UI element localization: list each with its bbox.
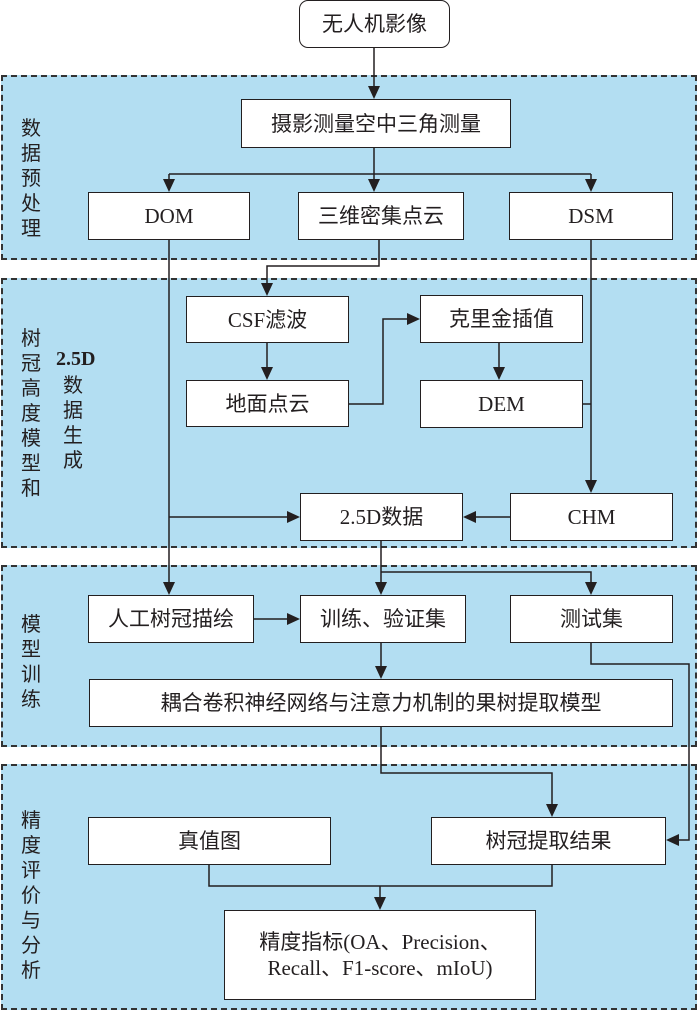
section-sublabel-25d: 2.5D — [56, 348, 96, 370]
section-label-chm: 树冠高度模型和 — [21, 326, 41, 500]
section-label-preprocess: 数据预处理 — [21, 116, 41, 240]
metrics-line-1: 精度指标(OA、Precision、 — [259, 930, 501, 954]
section-label-training: 模型训练 — [21, 612, 41, 711]
node-ground-point-cloud: 地面点云 — [186, 380, 349, 427]
section-label-evaluation: 精度评价与分析 — [21, 808, 41, 982]
node-dem: DEM — [420, 380, 583, 428]
node-chm: CHM — [510, 493, 673, 541]
node-csf-filter: CSF滤波 — [186, 296, 349, 343]
node-kriging: 克里金插值 — [420, 295, 583, 343]
node-aerotriangulation: 摄影测量空中三角测量 — [241, 99, 511, 148]
node-dsm: DSM — [509, 192, 673, 240]
node-uav-imagery: 无人机影像 — [299, 0, 450, 48]
metrics-line-2: Recall、F1-score、mIoU) — [267, 956, 493, 980]
node-dense-point-cloud: 三维密集点云 — [298, 192, 464, 240]
node-train-val-set: 训练、验证集 — [300, 595, 466, 643]
node-extraction-model: 耦合卷积神经网络与注意力机制的果树提取模型 — [89, 679, 673, 727]
node-accuracy-metrics: 精度指标(OA、Precision、 Recall、F1-score、mIoU) — [224, 910, 536, 1000]
node-ground-truth: 真值图 — [88, 817, 331, 865]
node-manual-delineation: 人工树冠描绘 — [88, 595, 254, 643]
node-test-set: 测试集 — [510, 595, 673, 643]
node-crown-result: 树冠提取结果 — [431, 817, 666, 865]
node-dom: DOM — [88, 192, 250, 240]
node-25d-data: 2.5D数据 — [300, 493, 463, 541]
section-sublabel-generation: 数据生成 — [63, 373, 83, 472]
